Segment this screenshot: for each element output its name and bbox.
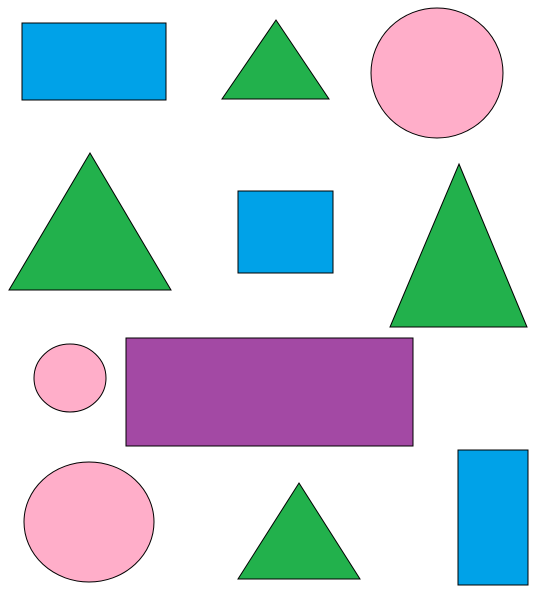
green-triangle-1 bbox=[221, 19, 330, 100]
pink-circle-3 bbox=[23, 461, 155, 583]
green-triangle-3 bbox=[389, 162, 528, 328]
purple-rectangle bbox=[125, 337, 414, 447]
green-triangle-2 bbox=[8, 152, 172, 291]
blue-rectangle-3 bbox=[457, 449, 529, 586]
blue-rectangle-1 bbox=[21, 22, 167, 101]
pink-circle-1 bbox=[370, 7, 504, 139]
green-triangle-4 bbox=[237, 482, 361, 580]
blue-rectangle-2 bbox=[237, 190, 334, 274]
pink-circle-2 bbox=[33, 343, 107, 413]
